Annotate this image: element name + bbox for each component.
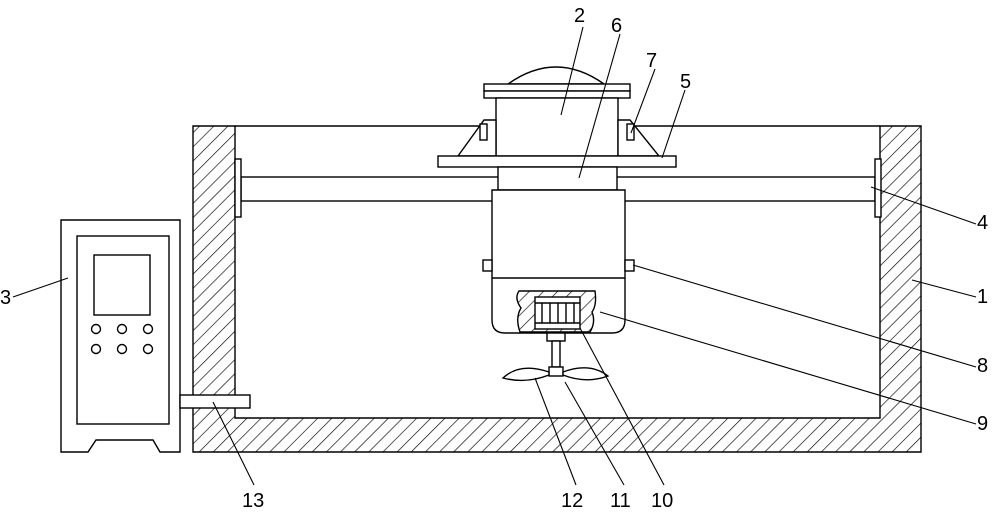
side-bolt-right <box>624 259 635 272</box>
label-8: 8 <box>977 355 988 377</box>
blade-left <box>501 367 550 382</box>
label-5: 5 <box>680 71 691 93</box>
label-9: 9 <box>977 413 988 435</box>
support-seat <box>497 166 618 191</box>
label-1: 1 <box>977 286 988 308</box>
label-11: 11 <box>610 490 631 512</box>
housing-dome <box>505 66 607 85</box>
connector-pipe <box>179 394 251 409</box>
control-buttons <box>90 323 154 355</box>
display-screen <box>93 254 151 316</box>
beam-flange-right <box>874 158 882 218</box>
label-3: 3 <box>0 287 11 309</box>
leader-lines <box>12 26 977 486</box>
label-6: 6 <box>611 15 622 37</box>
label-12: 12 <box>561 490 583 512</box>
seal-block <box>516 290 597 333</box>
part-labels: 3 2 6 7 5 4 1 8 9 10 11 12 13 <box>0 5 988 512</box>
label-7: 7 <box>646 50 657 72</box>
label-4: 4 <box>977 212 988 234</box>
label-2: 2 <box>574 5 585 27</box>
control-cabinet <box>60 219 181 453</box>
side-bolt-left <box>482 259 493 272</box>
label-13: 13 <box>242 490 264 512</box>
mounting-plate <box>437 155 677 168</box>
stirring-shaft <box>501 332 610 382</box>
label-10: 10 <box>651 490 673 512</box>
motor-housing <box>456 66 661 157</box>
beam-flange-left <box>234 158 242 218</box>
blade-right <box>562 367 610 381</box>
